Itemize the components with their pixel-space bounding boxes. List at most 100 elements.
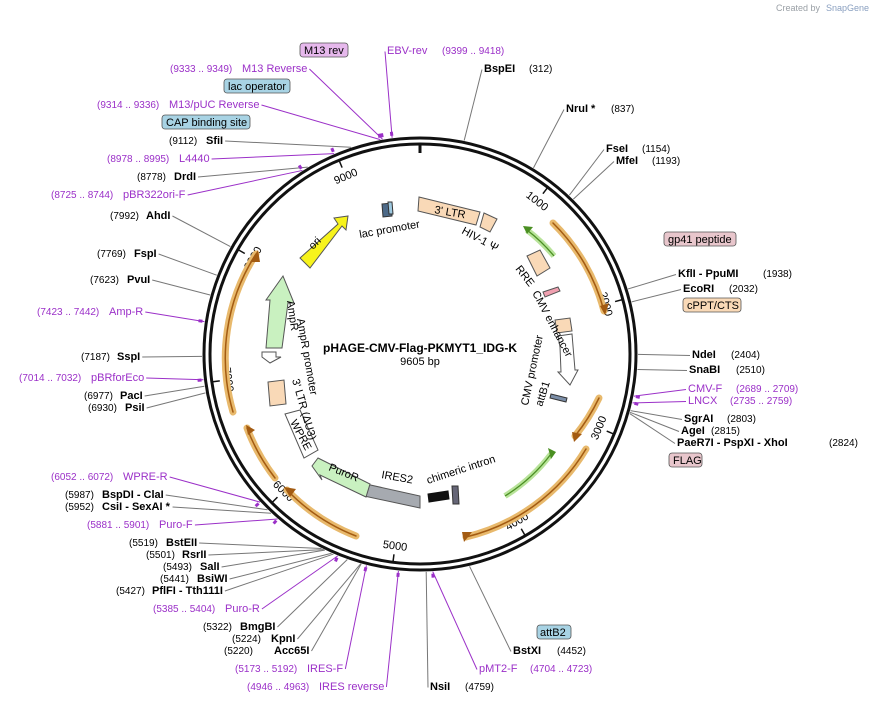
orf-arrow-6[interactable] (221, 250, 260, 416)
enzyme-label[interactable]: (5952)CsiI - SexAI * (65, 501, 171, 513)
enzyme-label[interactable]: (9112)SfiI (169, 135, 223, 147)
enzyme-label[interactable]: (5322)BmgBI (203, 621, 275, 633)
primer-mark[interactable] (297, 164, 303, 170)
boxed-label-text: FLAG (673, 455, 702, 467)
primer-mark[interactable] (254, 502, 260, 508)
enzyme-label[interactable]: NdeI(2404) (692, 349, 760, 361)
enzyme-label[interactable]: (5519)BstEII (129, 537, 197, 549)
enzyme-label[interactable]: (5493)SalI (163, 561, 220, 573)
enzyme-label[interactable]: BstXI(4452) (513, 645, 586, 657)
primer-labels: EBV-rev(9399 .. 9418) (9333 .. 9349)M13 … (19, 45, 798, 693)
feature-cmv-promoter-attb1[interactable] (549, 393, 568, 403)
leader-line (384, 51, 393, 138)
feature-3ltr-top[interactable] (417, 196, 481, 226)
feature-ori[interactable] (299, 215, 349, 269)
enzyme-label[interactable]: (7769)FspI (97, 248, 157, 260)
feature-cmv-enhancer[interactable] (556, 333, 579, 386)
enzyme-label[interactable]: (5224)KpnI (232, 633, 295, 645)
feature-ampr[interactable] (265, 274, 295, 349)
enzyme-name: AgeI (681, 425, 705, 437)
enzyme-label[interactable]: (5501)RsrII (146, 549, 206, 561)
primer-mark[interactable] (634, 401, 639, 406)
feature-small-pink[interactable] (542, 286, 561, 298)
enzyme-label[interactable]: (8778)DrdI (137, 171, 196, 183)
feature-hiv-psi[interactable] (479, 212, 498, 233)
primer-name: WPRE-R (123, 471, 168, 483)
primer-mark[interactable] (380, 133, 384, 138)
enzyme-label[interactable]: NsiI(4759) (430, 681, 494, 693)
primer-label[interactable]: LNCX(2735 .. 2759) (688, 395, 792, 407)
primer-label[interactable]: CMV-F(2689 .. 2709) (688, 383, 798, 395)
feature-wpre[interactable] (284, 409, 319, 459)
enzyme-label[interactable]: (5427)PflFI - Tth111I (116, 585, 223, 597)
boxed-labels: M13 rev lac operator CAP binding site gp… (161, 42, 742, 640)
feature-rre[interactable] (526, 249, 551, 277)
feature-3ltr-du3[interactable] (267, 379, 287, 407)
primer-label[interactable]: (7423 .. 7442)Amp-R (37, 306, 143, 318)
enzyme-label[interactable]: EcoRI(2032) (683, 283, 758, 295)
primer-mark[interactable] (198, 319, 203, 323)
primer-mark[interactable] (272, 519, 278, 525)
enzyme-label[interactable]: FseI(1154) (606, 143, 670, 155)
orf-arrow-4[interactable] (283, 486, 360, 540)
enzyme-label[interactable]: (5220)Acc65I (224, 645, 309, 657)
primer-label[interactable]: (6052 .. 6072)WPRE-R (51, 471, 168, 483)
boxed-label-lac-operator[interactable]: lac operator (223, 78, 291, 94)
boxed-label-cppt[interactable]: cPPT/CTS (682, 297, 742, 313)
leader-line (297, 563, 362, 640)
feature-cppt[interactable] (554, 317, 573, 334)
primer-label[interactable]: (8725 .. 8744)pBR322ori-F (51, 189, 186, 201)
primer-mark[interactable] (389, 131, 394, 136)
feature-puror[interactable] (311, 457, 371, 498)
enzyme-label[interactable]: (6930)PsiI (88, 402, 145, 414)
enzyme-label[interactable]: KflI - PpuMI(1938) (678, 268, 792, 280)
feature-intron-bar[interactable] (427, 490, 450, 503)
orf-arrow-5[interactable] (243, 424, 279, 482)
backbone-outer-ring (202, 136, 638, 572)
enzyme-label[interactable]: MfeI(1193) (616, 155, 680, 167)
enzyme-label[interactable]: BspEI(312) (484, 63, 552, 75)
enzyme-label[interactable]: PaeR7I - PspXI - XhoI(2824) (677, 437, 858, 449)
feature-ampr-promoter[interactable] (261, 351, 282, 364)
primer-label[interactable]: (5173 .. 5192)IRES-F (235, 663, 343, 675)
primer-mark[interactable] (635, 395, 641, 399)
primer-label[interactable]: (9333 .. 9349)M13 Reverse (170, 63, 307, 75)
primer-mark[interactable] (363, 566, 368, 572)
feature-chimeric-intron[interactable] (451, 485, 460, 505)
primer-label[interactable]: pMT2-F(4704 .. 4723) (479, 663, 592, 675)
primer-mark[interactable] (377, 133, 382, 138)
brand-name[interactable]: SnapGene (826, 3, 869, 13)
boxed-label-attb2[interactable]: attB2 (536, 624, 572, 640)
boxed-label-text: lac operator (228, 81, 286, 93)
enzyme-label[interactable]: SnaBI(2510) (689, 364, 765, 376)
ruler-tick (614, 298, 624, 303)
feature-label-3ltr: 3' LTR (433, 204, 466, 221)
orf-arrow-1[interactable] (549, 219, 608, 315)
boxed-label-cap-binding[interactable]: CAP binding site (161, 114, 251, 130)
primer-label[interactable]: (5385 .. 5404)Puro-R (153, 603, 260, 615)
enzyme-label[interactable]: (7623)PvuI (90, 274, 150, 286)
boxed-label-flag[interactable]: FLAG (668, 452, 703, 468)
enzyme-name: BmgBI (240, 621, 275, 633)
primer-label[interactable]: (5881 .. 5901)Puro-F (87, 519, 193, 531)
primer-label[interactable]: EBV-rev(9399 .. 9418) (387, 45, 504, 57)
enzyme-label[interactable]: AgeI(2815) (681, 425, 740, 437)
feature-ires2[interactable] (363, 483, 421, 509)
primer-mark[interactable] (330, 147, 335, 153)
boxed-label-gp41[interactable]: gp41 peptide (663, 231, 737, 247)
enzyme-label[interactable]: (7992)AhdI (110, 210, 170, 222)
primer-label[interactable]: (9314 .. 9336)M13/pUC Reverse (97, 99, 259, 111)
primer-position: (7423 .. 7442) (37, 307, 99, 318)
feature-lac-operator[interactable] (387, 201, 394, 215)
enzyme-label[interactable]: (6977)PacI (84, 390, 143, 402)
enzyme-label[interactable]: (5987)BspDI - ClaI (65, 489, 164, 501)
boxed-label-m13-rev[interactable]: M13 rev (299, 42, 349, 58)
enzyme-label[interactable]: NruI *(837) (566, 103, 634, 115)
enzyme-label[interactable]: (7187)SspI (81, 351, 140, 363)
primer-label[interactable]: (4946 .. 4963)IRES reverse (247, 681, 384, 693)
primer-label[interactable]: (8978 .. 8995)L4440 (107, 153, 210, 165)
primer-label[interactable]: (7014 .. 7032)pBRforEco (19, 372, 144, 384)
enzyme-label[interactable]: (5441)BsiWI (160, 573, 228, 585)
primer-mark[interactable] (334, 557, 339, 563)
enzyme-label[interactable]: SgrAI(2803) (684, 413, 756, 425)
